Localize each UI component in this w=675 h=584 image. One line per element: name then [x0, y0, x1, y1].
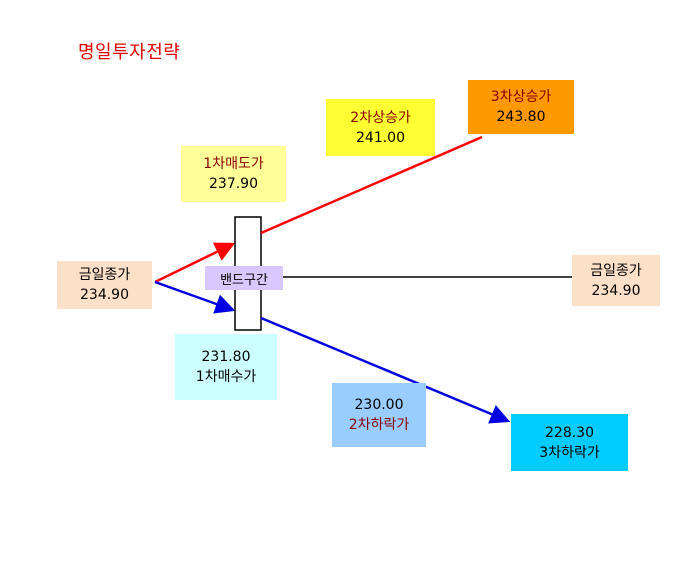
buy1-box: 231.80 1차매수가: [175, 334, 277, 400]
down-line: [260, 316, 511, 424]
current-price-left: 금일종가 234.90: [57, 261, 152, 309]
current-right-value: 234.90: [591, 282, 641, 299]
sell1-box: 1차매도가 237.90: [181, 146, 286, 202]
current-right-label: 금일종가: [590, 262, 642, 279]
sell1-value: 237.90: [209, 176, 258, 192]
down2-box: 230.00 2차하락가: [332, 383, 426, 447]
up3-value: 243.80: [496, 109, 546, 125]
buy1-value: 231.80: [201, 349, 251, 365]
page-title: 명일투자전략: [78, 42, 181, 63]
down2-value: 230.00: [354, 397, 404, 413]
down3-value: 228.30: [545, 424, 594, 441]
up-line: [260, 135, 483, 235]
buy1-label: 1차매수가: [195, 369, 257, 385]
up2-value: 241.00: [356, 129, 405, 146]
current-left-value: 234.90: [80, 287, 129, 303]
sell1-label: 1차매도가: [203, 156, 264, 172]
down-arrow-in: [154, 280, 236, 314]
up3-box: 3차상승가 243.80: [468, 80, 574, 134]
up2-box: 2차상승가 241.00: [326, 99, 435, 156]
band-label: 밴드구간: [205, 266, 283, 290]
down3-box: 228.30 3차하락가: [511, 414, 628, 471]
current-left-label: 금일종가: [78, 267, 131, 283]
up2-label: 2차상승가: [350, 109, 411, 126]
down3-label: 3차하락가: [539, 444, 600, 461]
current-price-right: 금일종가 234.90: [572, 255, 660, 306]
down2-label: 2차하락가: [348, 417, 410, 433]
up3-label: 3차상승가: [490, 89, 552, 105]
up-arrow-in: [154, 242, 236, 284]
